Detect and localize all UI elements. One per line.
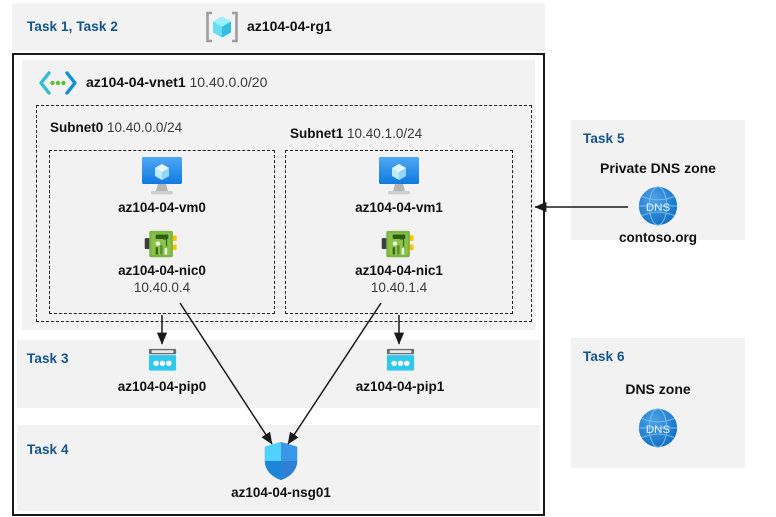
nic0-label: az104-04-nic0 (118, 263, 206, 278)
virtual-network-name: az104-04-vnet1 (86, 74, 186, 90)
pip0-node[interactable]: az104-04-pip0 (102, 347, 222, 395)
private-dns-zone-heading: Private DNS zone (600, 160, 716, 176)
subnet0-cidr: 10.40.0.0/24 (107, 120, 183, 135)
vm0-node[interactable]: az104-04-vm0 (102, 155, 222, 216)
vm1-label: az104-04-vm1 (355, 200, 443, 215)
private-dns-zone-node[interactable]: DNS contoso.org (598, 184, 718, 246)
nsg-label: az104-04-nsg01 (231, 485, 331, 500)
task3-panel (17, 340, 540, 408)
virtual-network-address-space: 10.40.0.0/20 (189, 74, 268, 90)
network-interface-icon (339, 228, 459, 261)
svg-text:DNS: DNS (646, 424, 671, 436)
resource-group-name: az104-04-rg1 (247, 18, 332, 34)
pip1-label: az104-04-pip1 (355, 379, 445, 394)
dns-zone-icon: DNS (598, 184, 718, 228)
subnet1-box (285, 150, 513, 314)
virtual-network-title: az104-04-vnet1 10.40.0.0/20 (86, 74, 267, 90)
public-ip-address-icon (340, 347, 460, 376)
task-label-1-2: Task 1, Task 2 (27, 19, 118, 34)
network-security-group-icon (221, 440, 341, 482)
resource-group-icon (203, 8, 241, 46)
nic1-ip: 10.40.1.4 (370, 280, 428, 295)
svg-text:DNS: DNS (646, 202, 671, 214)
subnet1-title: Subnet1 10.40.1.0/24 (290, 126, 422, 141)
private-dns-zone-name: contoso.org (619, 230, 697, 245)
virtual-machine-icon (102, 155, 222, 197)
dns-zone-heading: DNS zone (625, 381, 691, 397)
dns-zone-icon: DNS (598, 406, 718, 450)
task-label-5: Task 5 (583, 131, 625, 146)
nic0-node[interactable]: az104-04-nic0 10.40.0.4 (102, 228, 222, 296)
pip0-label: az104-04-pip0 (117, 379, 207, 394)
task-label-6: Task 6 (583, 349, 625, 364)
subnet1-cidr: 10.40.1.0/24 (347, 126, 423, 141)
subnet0-title: Subnet0 10.40.0.0/24 (50, 120, 182, 135)
nic1-node[interactable]: az104-04-nic1 10.40.1.4 (339, 228, 459, 296)
virtual-machine-icon (339, 155, 459, 197)
nic1-label: az104-04-nic1 (355, 263, 443, 278)
public-ip-address-icon (102, 347, 222, 376)
task-label-3: Task 3 (27, 351, 69, 366)
task-label-4: Task 4 (27, 442, 69, 457)
subnet0-name: Subnet0 (50, 120, 104, 135)
nic0-ip: 10.40.0.4 (133, 280, 191, 295)
vm1-node[interactable]: az104-04-vm1 (339, 155, 459, 216)
virtual-network-icon (38, 70, 78, 96)
resource-group-header-panel (12, 3, 545, 51)
subnet1-name: Subnet1 (290, 126, 344, 141)
subnet0-box (49, 150, 275, 314)
subnets-container (36, 105, 532, 322)
vm0-label: az104-04-vm0 (118, 200, 206, 215)
pip1-node[interactable]: az104-04-pip1 (340, 347, 460, 395)
nsg-node[interactable]: az104-04-nsg01 (221, 440, 341, 501)
dns-zone-node[interactable]: DNS (598, 406, 718, 450)
network-interface-icon (102, 228, 222, 261)
